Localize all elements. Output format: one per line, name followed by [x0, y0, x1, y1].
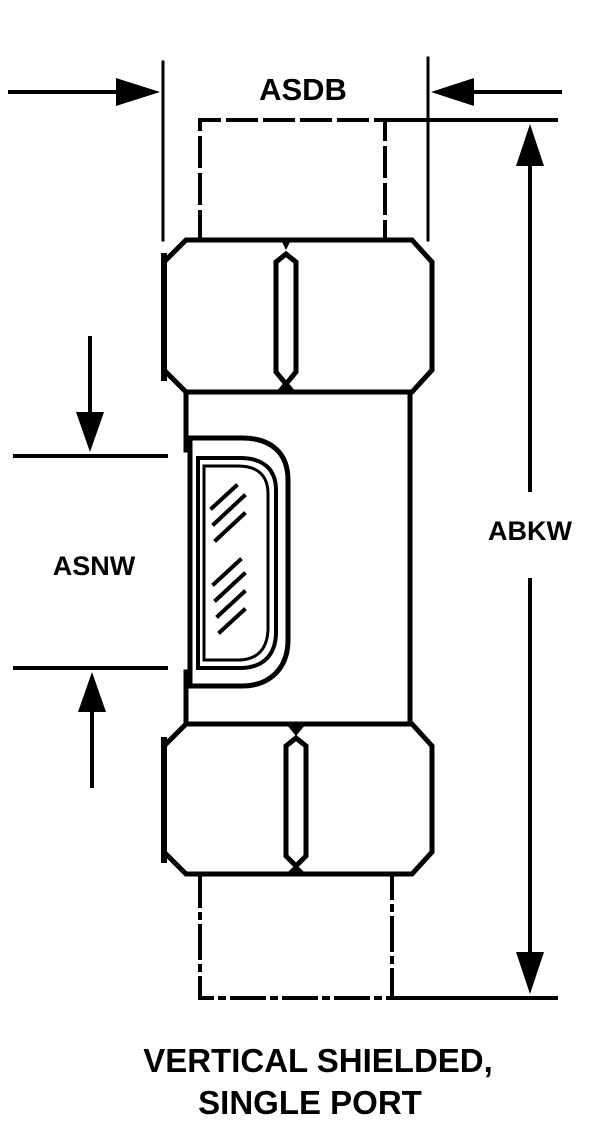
arrowhead-up: [78, 672, 106, 712]
bottom-stub-outline: [198, 872, 394, 1000]
sight-window: [187, 435, 291, 689]
asnw-label: ASNW: [53, 551, 136, 581]
bottom-hex-nut: [161, 721, 435, 877]
arrowhead-left: [431, 78, 474, 106]
sight-body: [183, 389, 413, 727]
abkw-dimension: [380, 118, 558, 1000]
arrowhead-right: [116, 78, 160, 106]
abkw-label: ABKW: [488, 516, 572, 546]
caption-line-1: VERTICAL SHIELDED,: [143, 1042, 493, 1079]
top-stub-outline: [198, 118, 387, 242]
asdb-label: ASDB: [259, 72, 347, 107]
top-hex-nut: [161, 237, 435, 395]
asdb-dimension: [8, 56, 562, 242]
arrowhead-up: [516, 124, 544, 166]
caption-line-2: SINGLE PORT: [198, 1084, 422, 1121]
asnw-dimension: [13, 336, 168, 788]
arrowhead-down: [76, 412, 104, 452]
arrowhead-down: [516, 952, 544, 994]
